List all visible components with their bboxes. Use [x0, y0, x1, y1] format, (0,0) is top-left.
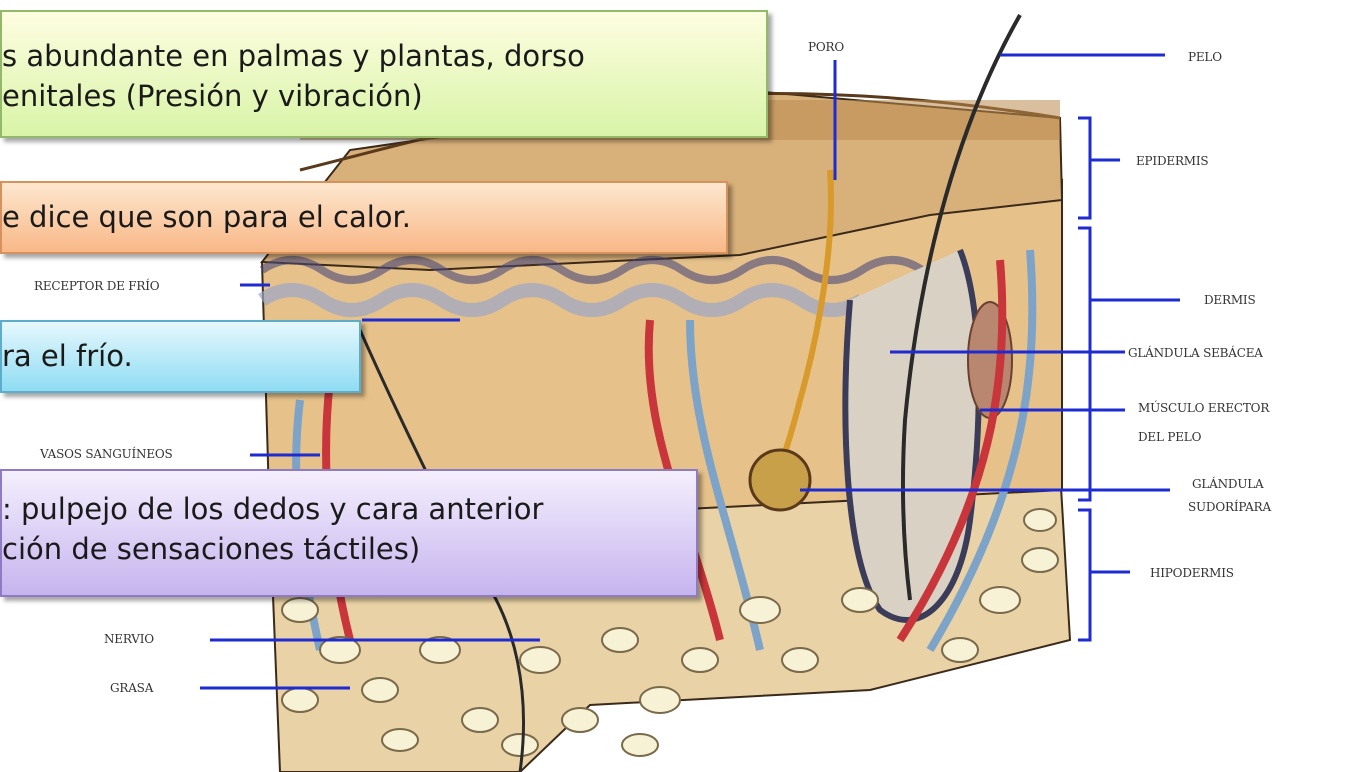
- label-nervio: NERVIO: [104, 632, 154, 646]
- label-poro: PORO: [808, 40, 844, 54]
- label-epidermis: EPIDERMIS: [1136, 154, 1208, 168]
- callout-4-line-1: : pulpejo de los dedos y cara anterior: [2, 489, 696, 529]
- label-glandula-sudoripara-1: GLÁNDULA: [1192, 477, 1264, 491]
- label-vasos-sanguineos: VASOS SANGUÍNEOS: [40, 447, 173, 461]
- callout-pressure-vibration: s abundante en palmas y plantas, dorso e…: [0, 10, 768, 138]
- label-pelo: PELO: [1188, 50, 1222, 64]
- sweat-gland: [750, 450, 810, 510]
- callout-1-line-2: enitales (Presión y vibración): [2, 76, 766, 116]
- callout-cold: ra el frío.: [0, 320, 361, 393]
- label-receptor-frio: RECEPTOR DE FRÍO: [34, 279, 159, 293]
- label-musculo-erector-2: DEL PELO: [1138, 430, 1201, 444]
- label-musculo-erector-1: MÚSCULO ERECTOR: [1138, 401, 1269, 415]
- callout-2-line-1: e dice que son para el calor.: [2, 197, 726, 237]
- callout-3-line-1: ra el frío.: [2, 336, 359, 376]
- callout-4-line-2: ción de sensaciones táctiles): [2, 529, 696, 569]
- hair-follicle: [845, 250, 978, 620]
- label-glandula-sudoripara-2: SUDORÍPARA: [1188, 500, 1271, 514]
- callout-1-line-1: s abundante en palmas y plantas, dorso: [2, 36, 766, 76]
- label-hipodermis: HIPODERMIS: [1150, 566, 1234, 580]
- callout-heat: e dice que son para el calor.: [0, 181, 728, 254]
- label-dermis: DERMIS: [1204, 293, 1255, 307]
- callout-tactile: : pulpejo de los dedos y cara anterior c…: [0, 469, 698, 597]
- label-grasa: GRASA: [110, 681, 153, 695]
- layer-brackets: [1078, 118, 1180, 640]
- label-glandula-sebacea: GLÁNDULA SEBÁCEA: [1128, 346, 1263, 360]
